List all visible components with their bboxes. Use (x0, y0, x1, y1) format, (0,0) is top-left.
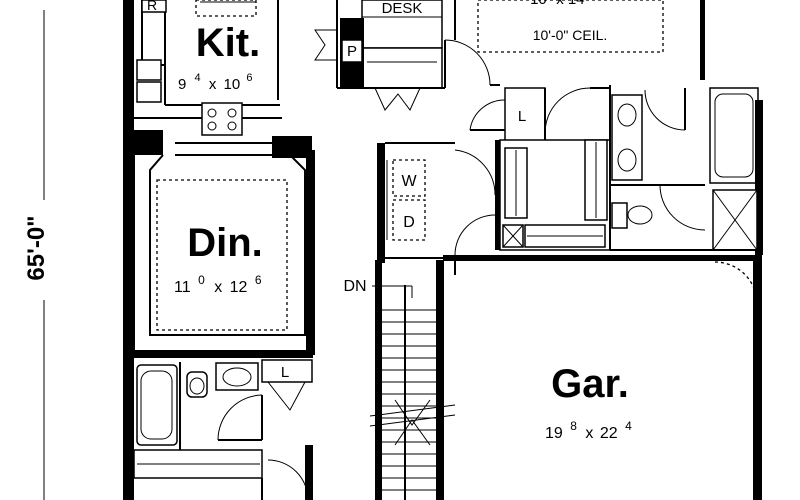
master-bath (609, 85, 763, 255)
dining-name: Din. (187, 221, 263, 265)
linen-lower-label: L (281, 364, 289, 381)
overall-dimension: 65'-0" (23, 215, 50, 280)
dining-room: Din. 11 0 x 12 6 (123, 142, 311, 350)
kitchen-size-w-in: 4 (195, 72, 201, 84)
garage-size-w: 19 (545, 425, 563, 442)
top-room: 10" x 14" 10'-0" CEIL. (454, 0, 664, 53)
garage-size-d: 22 (600, 425, 618, 442)
desk-area: DESK P (314, 0, 500, 111)
kitchen-size-d-in: 6 (246, 72, 252, 84)
top-room-size: 10" x 14" (530, 0, 590, 8)
washer-label: W (401, 173, 417, 190)
dryer-label: D (403, 214, 415, 231)
pantry-label: P (347, 43, 357, 60)
garage-name: Gar. (551, 362, 629, 406)
stairs-down-label: DN (343, 278, 366, 295)
refrigerator-label: R (147, 0, 157, 13)
laundry: W D (377, 142, 496, 275)
kitchen-size-d: 10 (223, 76, 240, 93)
dining-size-w: 11 (174, 279, 191, 296)
dining-size-x: x (214, 279, 222, 296)
walk-in-closet (499, 139, 611, 251)
kitchen-size-w: 9 (178, 76, 186, 93)
linen-upper-label: L (518, 108, 526, 125)
garage-size-x: x (585, 425, 593, 442)
dining-size-d-in: 6 (255, 273, 262, 287)
kitchen: R Kit. 9 4 x 10 6 (123, 0, 282, 136)
bathroom: L (133, 359, 313, 500)
kitchen-name: Kit. (196, 21, 260, 65)
kitchen-size-x: x (209, 76, 217, 93)
garage: Gar. 19 8 x 22 4 (545, 261, 758, 442)
kitchen-size: 9 4 x 10 6 (178, 68, 252, 93)
garage-size: 19 8 x 22 4 (545, 417, 632, 442)
dining-size-w-in: 0 (198, 273, 205, 287)
desk-label: DESK (382, 0, 423, 17)
dining-size: 11 0 x 12 6 (174, 271, 262, 296)
stairs: DN (343, 260, 456, 500)
dining-size-d: 12 (230, 279, 248, 296)
garage-size-w-in: 8 (570, 419, 577, 433)
top-room-ceiling: 10'-0" CEIL. (533, 27, 608, 43)
garage-size-d-in: 4 (625, 419, 632, 433)
